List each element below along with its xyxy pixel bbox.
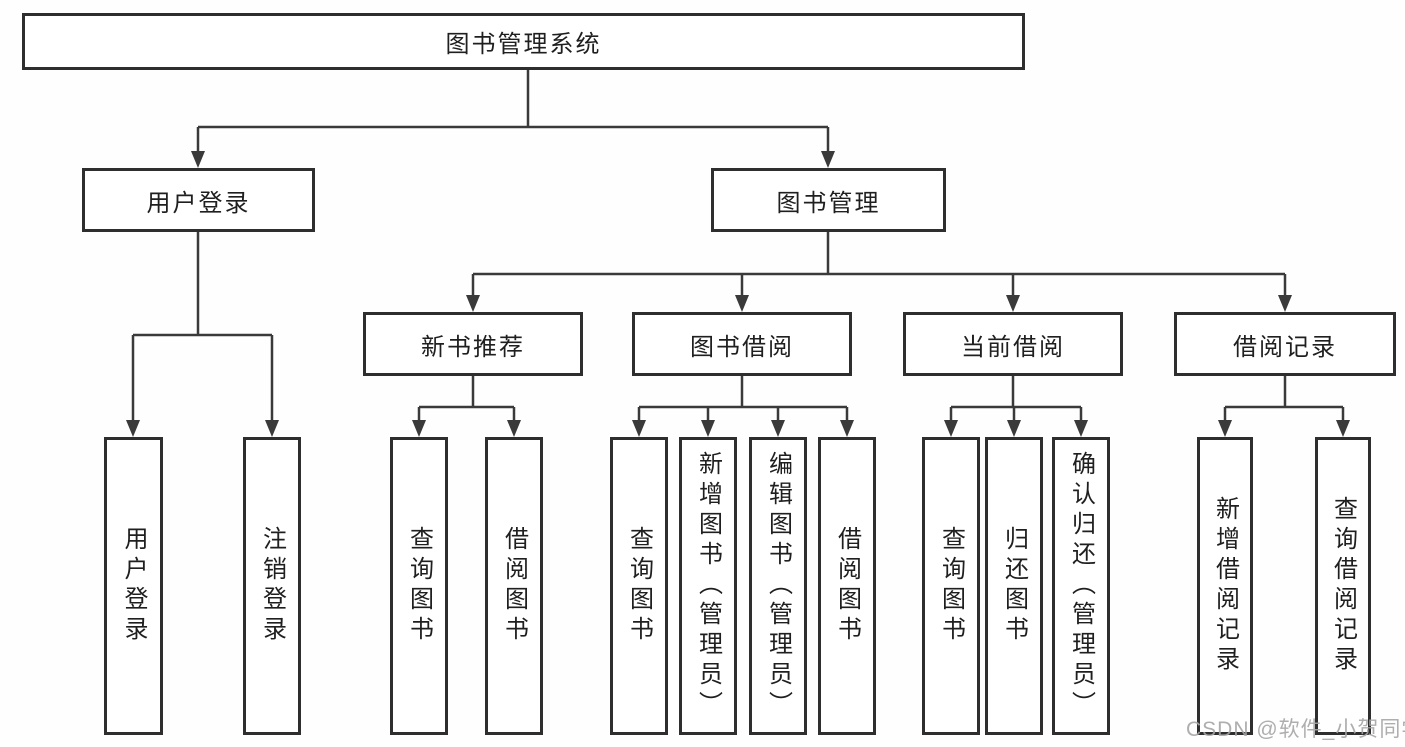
node-label: 用户登录	[120, 526, 147, 646]
node-label: 注销登录	[258, 526, 286, 646]
leaf-query-books-recommend: 查询图书	[390, 437, 448, 735]
node-label: 确认归还（管理员）	[1067, 451, 1095, 721]
node-label: 新增借阅记录	[1211, 496, 1239, 676]
node-book-management: 图书管理	[711, 168, 946, 232]
node-label: 查询图书	[405, 526, 433, 646]
leaf-return-book: 归还图书	[985, 437, 1043, 735]
node-label: 当前借阅	[961, 333, 1065, 361]
csdn-watermark: CSDN @软件_小贺同学	[1186, 718, 1405, 741]
leaf-query-borrow-record: 查询借阅记录	[1315, 437, 1371, 735]
node-book-borrowing: 图书借阅	[632, 312, 852, 376]
node-label: 查询图书	[625, 526, 653, 646]
leaf-query-books-borrowing: 查询图书	[610, 437, 668, 735]
node-label: 借阅图书	[500, 526, 528, 646]
node-user-login: 用户登录	[82, 168, 315, 232]
leaf-borrow-books-recommend: 借阅图书	[485, 437, 543, 735]
node-label: 编辑图书（管理员）	[764, 451, 792, 721]
node-label: 图书借阅	[690, 333, 794, 361]
leaf-edit-book-admin: 编辑图书（管理员）	[749, 437, 807, 735]
node-label: 新增图书（管理员）	[694, 451, 722, 721]
leaf-add-book-admin: 新增图书（管理员）	[679, 437, 737, 735]
node-current-borrowing: 当前借阅	[903, 312, 1123, 376]
leaf-query-books-current: 查询图书	[922, 437, 980, 735]
node-library-management-system: 图书管理系统	[22, 13, 1025, 70]
node-label: 图书管理系统	[445, 31, 602, 58]
node-label: 查询图书	[937, 526, 965, 646]
node-label: 借阅记录	[1233, 333, 1337, 361]
leaf-logout: 注销登录	[243, 437, 301, 735]
node-borrowing-records: 借阅记录	[1174, 312, 1396, 376]
node-label: 借阅图书	[833, 526, 861, 646]
node-label: 查询借阅记录	[1329, 496, 1357, 676]
node-label: 用户登录	[146, 189, 251, 217]
leaf-confirm-return-admin: 确认归还（管理员）	[1052, 437, 1110, 735]
node-label: 新书推荐	[421, 333, 525, 361]
leaf-add-borrow-record: 新增借阅记录	[1197, 437, 1253, 735]
tree-connector-path	[131, 70, 1345, 423]
leaf-borrow-books-borrowing: 借阅图书	[818, 437, 876, 735]
node-label: 图书管理	[776, 189, 881, 217]
node-label: 归还图书	[1000, 526, 1028, 646]
node-new-book-recommend: 新书推荐	[363, 312, 583, 376]
leaf-user-login: 用户登录	[104, 437, 163, 735]
